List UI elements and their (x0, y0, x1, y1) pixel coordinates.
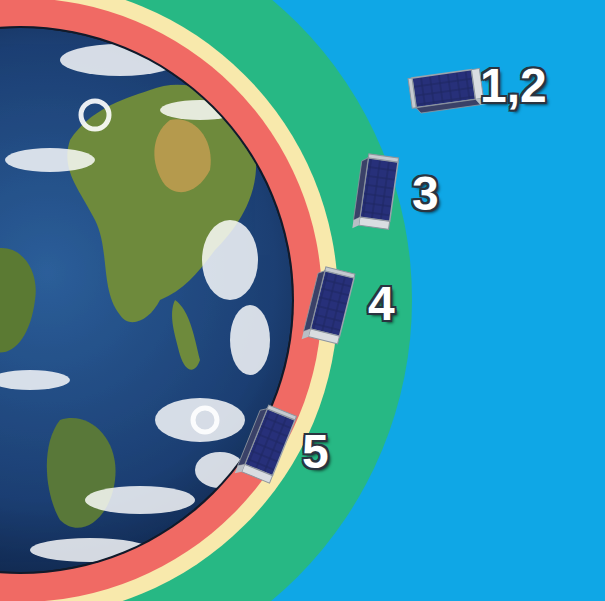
cubesat-icon (408, 68, 488, 114)
inner-band (0, 0, 322, 601)
callout-number: 5 (302, 428, 329, 476)
earth-rim (0, 26, 294, 574)
earth-globe (0, 28, 292, 572)
callout-number: 3 (412, 170, 439, 218)
cubesat-icon (352, 153, 398, 233)
middle-band (0, 0, 338, 601)
cubesat-icon (302, 265, 355, 347)
outer-band (0, 0, 412, 601)
callout-number: 4 (368, 280, 395, 328)
cubesat-icon (235, 403, 297, 487)
callout-number: 1,2 (480, 62, 547, 110)
